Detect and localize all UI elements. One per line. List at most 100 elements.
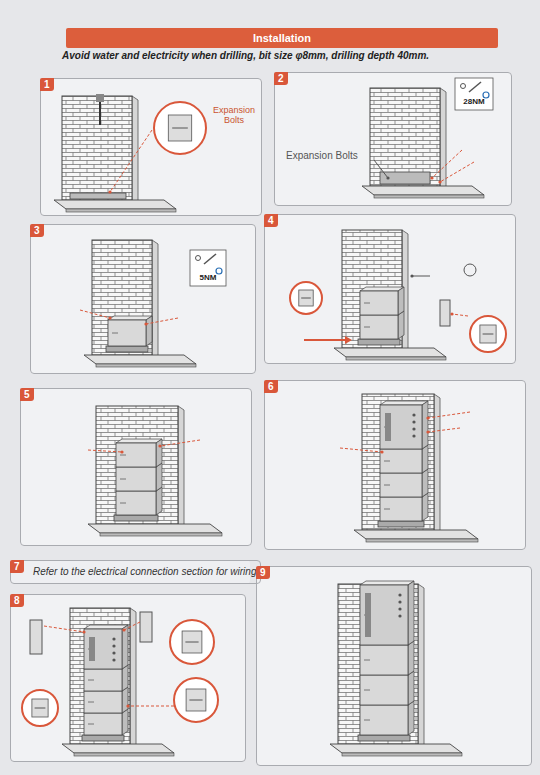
inverter-port bbox=[398, 593, 401, 596]
leader-line bbox=[44, 626, 84, 632]
rotate-icon bbox=[216, 268, 222, 274]
torque-icon bbox=[461, 84, 466, 89]
module-side bbox=[408, 701, 414, 735]
brick-wall bbox=[70, 608, 130, 744]
leader-line bbox=[110, 130, 152, 192]
module-handle bbox=[384, 461, 390, 462]
floor-edge bbox=[374, 195, 484, 198]
brick-wall bbox=[338, 584, 418, 744]
base-unit bbox=[82, 735, 124, 741]
wall-side bbox=[434, 394, 440, 534]
battery-module bbox=[84, 669, 122, 691]
part-label: Expansion Bolts bbox=[286, 150, 370, 161]
leader-line bbox=[428, 412, 470, 418]
panel-fill bbox=[256, 566, 532, 766]
detail-line bbox=[185, 642, 198, 643]
inverter-port bbox=[112, 651, 115, 654]
leader-dot bbox=[386, 176, 389, 179]
module-handle bbox=[120, 479, 126, 480]
floor-slab bbox=[362, 186, 484, 195]
step-panel: 5 bbox=[20, 388, 252, 546]
battery-module bbox=[360, 705, 408, 735]
panel-fill bbox=[264, 380, 526, 550]
module-side bbox=[156, 439, 162, 467]
floor-slab bbox=[354, 530, 478, 539]
panel-fill bbox=[274, 72, 512, 206]
module-top bbox=[84, 625, 128, 629]
base-unit bbox=[358, 339, 400, 345]
module-side bbox=[422, 493, 428, 521]
battery-module bbox=[360, 645, 408, 675]
leader-dot bbox=[158, 444, 161, 447]
step-number: 9 bbox=[256, 566, 270, 579]
wall-side bbox=[130, 608, 136, 748]
floor-edge bbox=[342, 753, 462, 756]
floor-edge bbox=[366, 539, 478, 542]
module-side bbox=[398, 311, 404, 339]
step-number: 1 bbox=[40, 78, 54, 91]
leader-dot bbox=[144, 322, 147, 325]
detail-line bbox=[189, 700, 202, 701]
floor-slab bbox=[84, 355, 196, 364]
inverter-port bbox=[412, 427, 415, 430]
leader-dot bbox=[82, 630, 85, 633]
torque-icon bbox=[196, 256, 201, 261]
torque-value: 5NM bbox=[190, 274, 226, 283]
module-side bbox=[146, 316, 152, 346]
leader-dot bbox=[126, 704, 129, 707]
module-top bbox=[116, 439, 162, 443]
torque-badge bbox=[190, 250, 226, 286]
leader-dot bbox=[450, 312, 453, 315]
leader-line bbox=[160, 440, 200, 446]
leader-dot bbox=[438, 180, 441, 183]
arrowhead bbox=[345, 336, 352, 344]
floor-edge bbox=[74, 753, 174, 756]
base-unit bbox=[106, 346, 148, 352]
detail-circle bbox=[470, 316, 506, 352]
detail-circle bbox=[170, 620, 214, 664]
leader-line bbox=[146, 318, 178, 324]
module-handle bbox=[364, 690, 370, 691]
step-panel: 3 bbox=[30, 224, 256, 374]
step-panel: 9 bbox=[256, 566, 532, 766]
leader-line bbox=[412, 276, 430, 277]
floor-edge bbox=[66, 209, 176, 212]
detail-circle bbox=[174, 678, 218, 722]
module-side bbox=[408, 641, 414, 675]
battery-module bbox=[108, 320, 146, 346]
step-number: 7 bbox=[10, 560, 24, 573]
detail-part bbox=[182, 631, 202, 653]
module-top bbox=[380, 401, 428, 405]
battery-module bbox=[84, 629, 122, 669]
panel-fill bbox=[40, 78, 262, 216]
wall-side bbox=[418, 584, 424, 748]
module-handle bbox=[364, 327, 370, 328]
detail-line bbox=[172, 128, 188, 129]
leader-dot bbox=[410, 274, 413, 277]
torque-value: 28NM bbox=[455, 98, 493, 107]
arrow-line bbox=[304, 339, 350, 341]
battery-module bbox=[360, 585, 408, 645]
drill-bit bbox=[99, 100, 101, 125]
floor-slab bbox=[62, 744, 174, 753]
brick-wall bbox=[92, 240, 152, 355]
module-side bbox=[408, 581, 414, 645]
wall-side bbox=[132, 96, 138, 204]
safety-note: Avoid water and electricity when drillin… bbox=[62, 50, 532, 61]
module-side bbox=[398, 287, 404, 315]
leader-dot bbox=[426, 430, 429, 433]
leader-dot bbox=[380, 450, 383, 453]
battery-module bbox=[380, 497, 422, 521]
wall-side bbox=[152, 240, 158, 359]
inverter-port bbox=[398, 607, 401, 610]
detail-part bbox=[32, 699, 48, 717]
module-handle bbox=[364, 303, 370, 304]
wrench-icon bbox=[204, 254, 216, 264]
leader-line bbox=[128, 706, 174, 707]
step-number: 5 bbox=[20, 388, 34, 401]
inverter-display bbox=[89, 637, 95, 661]
leader-dot bbox=[430, 176, 433, 179]
module-side bbox=[422, 401, 428, 449]
step-number: 8 bbox=[10, 594, 24, 607]
leader-dot bbox=[108, 316, 111, 319]
